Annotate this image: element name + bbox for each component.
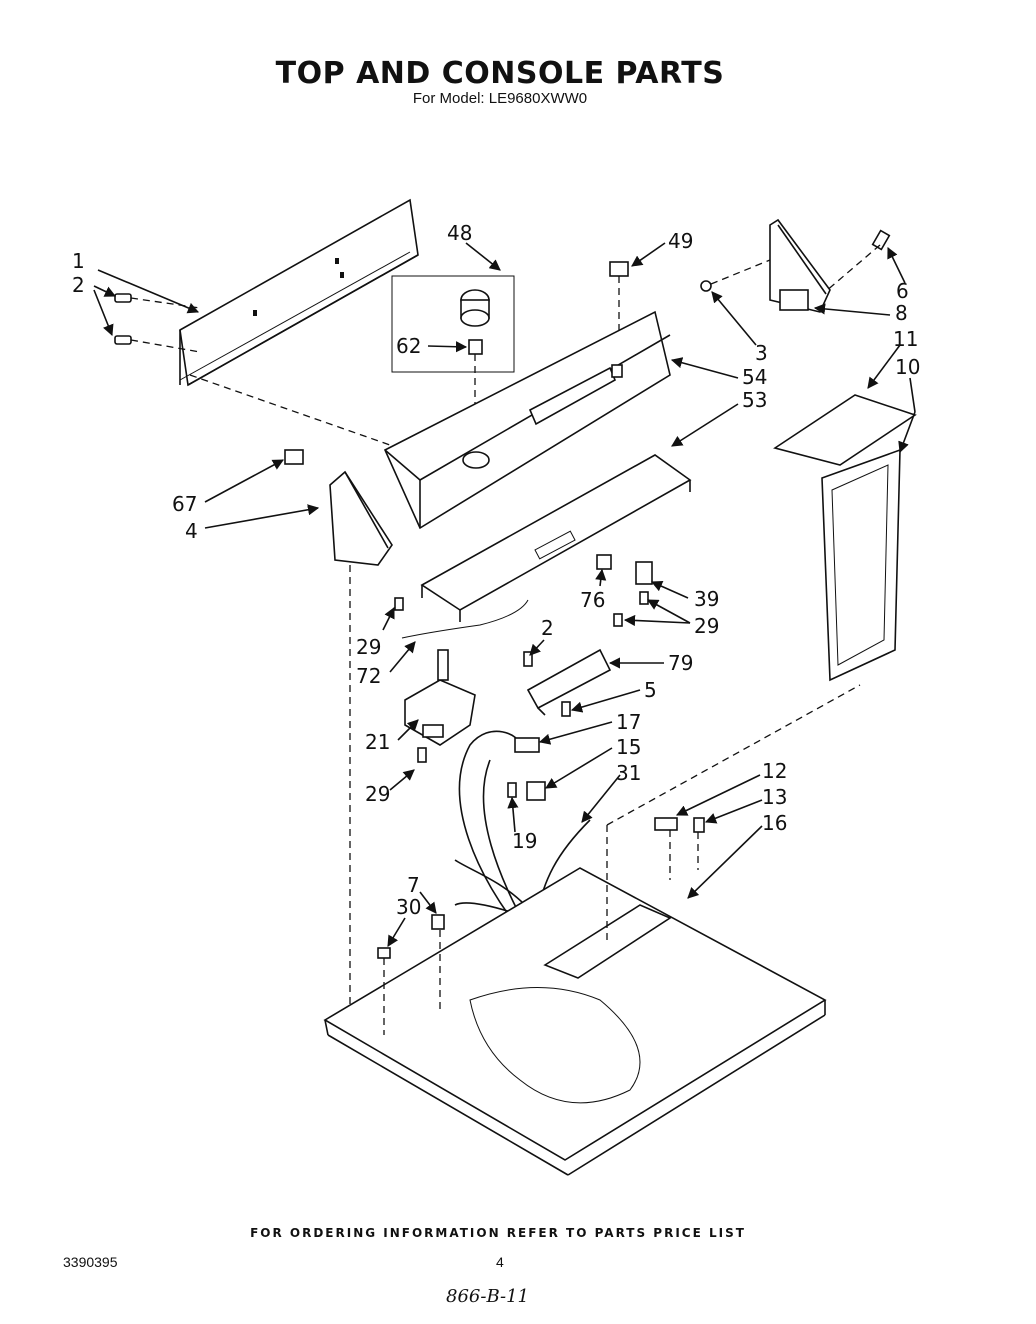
- callout-67: 67: [172, 492, 197, 516]
- callout-19: 19: [512, 829, 537, 853]
- console-base-part: [420, 454, 692, 622]
- callout-1: 1: [72, 249, 85, 273]
- callout-8: 8: [895, 301, 908, 325]
- callout-31: 31: [616, 761, 641, 785]
- endcap-part: [284, 449, 393, 566]
- part-76: [596, 554, 612, 570]
- callout-6: 6: [896, 279, 909, 303]
- part-30: [377, 947, 391, 959]
- document-number: 3390395: [63, 1254, 118, 1270]
- callout-30: 30: [396, 895, 421, 919]
- knob-assembly-box: [391, 275, 515, 373]
- callout-62: 62: [396, 334, 421, 358]
- part-39: [635, 561, 653, 585]
- part-7: [431, 914, 445, 930]
- callout-53: 53: [742, 388, 767, 412]
- callout-39: 39: [694, 587, 719, 611]
- callout-2-b: 2: [541, 616, 554, 640]
- callout-7: 7: [407, 873, 420, 897]
- page-title: TOP AND CONSOLE PARTS: [275, 56, 725, 91]
- lint-filter-part: [773, 394, 917, 682]
- timer-part: [404, 649, 476, 746]
- handwritten-note: 866-B-11: [446, 1286, 529, 1307]
- callout-4: 4: [185, 519, 198, 543]
- callout-54: 54: [742, 365, 767, 389]
- console-panel-part: [383, 310, 671, 530]
- callout-72: 72: [356, 664, 381, 688]
- callout-3: 3: [755, 341, 768, 365]
- screw-part: [114, 293, 132, 345]
- switch-49-part: [609, 261, 629, 277]
- callout-10: 10: [895, 355, 920, 379]
- callout-21: 21: [365, 730, 390, 754]
- rear-bracket-part: [179, 198, 419, 387]
- screws-set: [394, 591, 649, 798]
- callout-5: 5: [644, 678, 657, 702]
- part-12: [654, 817, 678, 831]
- callout-49: 49: [668, 229, 693, 253]
- callout-11: 11: [893, 327, 918, 351]
- leader-lines: [93, 242, 916, 947]
- callout-76: 76: [580, 588, 605, 612]
- callout-29-a: 29: [356, 635, 381, 659]
- ordering-note: FOR ORDERING INFORMATION REFER TO PARTS …: [250, 1226, 746, 1240]
- callout-15: 15: [616, 735, 641, 759]
- callout-2: 2: [72, 273, 85, 297]
- callout-12: 12: [762, 759, 787, 783]
- callout-29-c: 29: [365, 782, 390, 806]
- callout-79: 79: [668, 651, 693, 675]
- callout-29-b: 29: [694, 614, 719, 638]
- model-subtitle: For Model: LE9680XWW0: [412, 90, 588, 107]
- page-number: 4: [496, 1254, 504, 1270]
- callout-16: 16: [762, 811, 787, 835]
- callout-labels: 1 2 48 49 6 8 3 54 53 11 10 62 67 4 29 7…: [72, 221, 920, 919]
- callout-13: 13: [762, 785, 787, 809]
- switch-79-part: [526, 648, 612, 716]
- right-endcap-part: [700, 218, 891, 313]
- top-panel-part: [323, 867, 827, 1176]
- callout-48: 48: [447, 221, 472, 245]
- callout-17: 17: [616, 710, 641, 734]
- part-13: [693, 817, 705, 833]
